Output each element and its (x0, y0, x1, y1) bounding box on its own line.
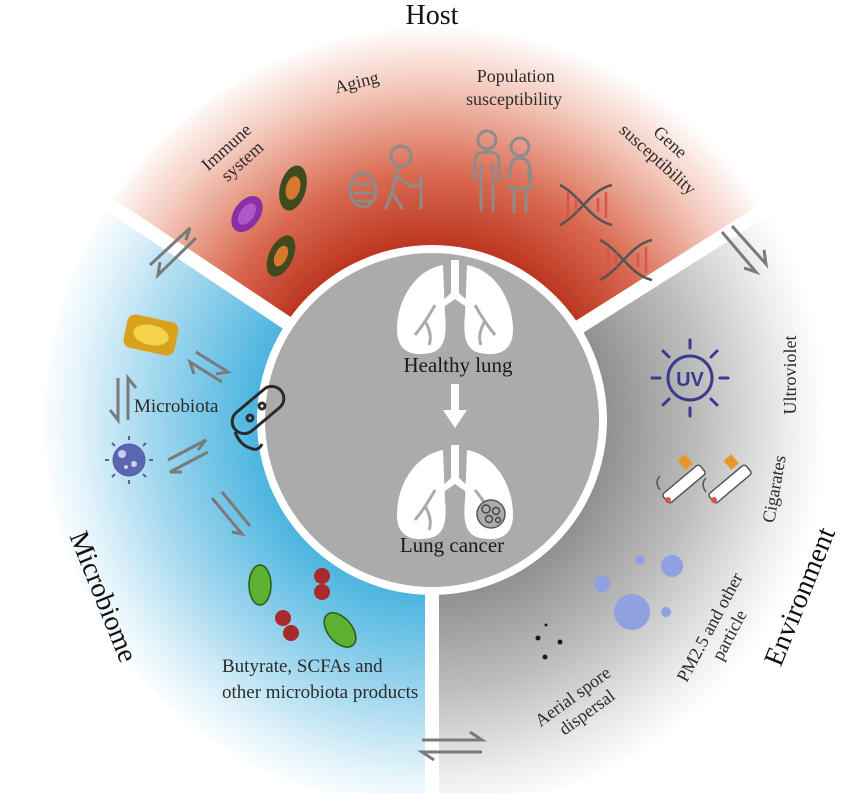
exchange-arrows-icon (720, 224, 769, 276)
healthy-lung-icon (397, 260, 513, 355)
cigarette-icon (702, 454, 752, 504)
tumor-icon (476, 499, 506, 529)
immune-cell-icon (231, 195, 263, 233)
healthy-lung-label: Healthy lung (403, 353, 513, 377)
aging-icon (348, 144, 423, 210)
exchange-arrows-icon (148, 226, 198, 280)
host-label-population: Population susceptibility (466, 66, 562, 109)
exchange-arrows-icon (108, 373, 138, 425)
arrow-to-products-icon (210, 491, 252, 537)
lung-cancer-icon (397, 445, 513, 540)
pm25-particles-icon (594, 555, 683, 630)
microbiota-label: Microbiota (134, 396, 219, 417)
center-disc (257, 245, 607, 595)
products-label: Butyrate, SCFAs and other microbiota pro… (222, 656, 418, 703)
exchange-arrows-icon (187, 350, 233, 384)
exchange-arrows-icon (167, 438, 209, 474)
immune-cell-icon (279, 165, 307, 211)
down-arrow-icon (443, 384, 467, 428)
cigarette-icon (656, 454, 706, 504)
lung-cancer-label: Lung cancer (400, 533, 504, 557)
ultraviolet-label: Ultroviolet (780, 336, 800, 415)
microbiome-sector (44, 205, 432, 793)
bacterium-rod-icon (230, 384, 286, 451)
dna-icon (559, 183, 653, 282)
population-icon (473, 129, 534, 214)
host-sector (110, 27, 765, 421)
microbiota-products-icon (248, 564, 357, 648)
immune-cell-icon (266, 235, 296, 277)
exchange-arrows-icon (417, 730, 487, 762)
environment-sector (432, 210, 827, 793)
spores-icon (535, 623, 563, 660)
virus-icon (105, 436, 153, 484)
bacterium-yellow-icon (123, 314, 179, 356)
host-title: Host (406, 0, 459, 31)
svg-text:UV: UV (676, 369, 704, 391)
uv-icon: UV (650, 338, 730, 418)
svg-text:Population susceptibilit: Population susceptibility (466, 66, 562, 109)
